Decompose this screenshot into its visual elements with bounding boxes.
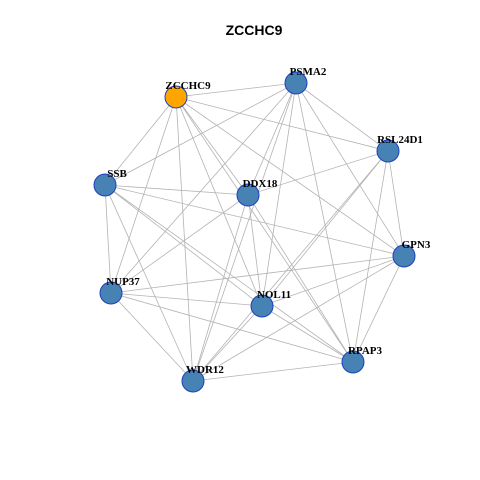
- edge-ddx18-wdr12: [192, 194, 249, 382]
- node-nol11[interactable]: [250, 294, 274, 318]
- edge-ssb-rpap3: [104, 184, 354, 363]
- node-label-wdr12: WDR12: [186, 364, 224, 376]
- edge-nup37-wdr12: [110, 292, 194, 382]
- edge-nup37-rpap3: [110, 292, 354, 363]
- node-rsl24d1[interactable]: [376, 139, 400, 163]
- node-rpap3[interactable]: [341, 350, 365, 374]
- edge-ssb-nup37: [104, 184, 112, 294]
- node-ddx18[interactable]: [236, 183, 260, 207]
- edge-gpn3-rpap3: [352, 255, 405, 363]
- edge-zcchc9-rpap3: [175, 96, 354, 363]
- node-label-gpn3: GPN3: [402, 239, 431, 251]
- edge-nol11-wdr12: [192, 305, 263, 382]
- edges-layer: [104, 82, 405, 382]
- edge-psma2-nol11: [261, 82, 297, 307]
- nodes-layer: [93, 71, 416, 393]
- edge-rsl24d1-rpap3: [352, 150, 389, 363]
- node-gpn3[interactable]: [392, 244, 416, 268]
- node-label-nol11: NOL11: [257, 289, 291, 301]
- edge-zcchc9-ssb: [104, 96, 177, 186]
- edge-ssb-gpn3: [104, 184, 405, 257]
- node-psma2[interactable]: [284, 71, 308, 95]
- edge-nup37-nol11: [110, 292, 263, 307]
- edge-psma2-wdr12: [192, 82, 297, 382]
- edge-zcchc9-psma2: [175, 82, 297, 98]
- node-zcchc9[interactable]: [164, 85, 188, 109]
- edge-psma2-rsl24d1: [295, 82, 389, 152]
- edge-zcchc9-ddx18: [175, 96, 249, 196]
- edge-rsl24d1-wdr12: [192, 150, 389, 382]
- edge-rsl24d1-gpn3: [387, 150, 405, 257]
- edge-gpn3-wdr12: [192, 255, 405, 382]
- edge-zcchc9-nup37: [110, 96, 177, 294]
- edge-rsl24d1-ddx18: [247, 150, 389, 196]
- node-ssb[interactable]: [93, 173, 117, 197]
- node-label-rpap3: RPAP3: [348, 345, 383, 357]
- edge-gpn3-nup37: [110, 255, 405, 294]
- node-label-zcchc9: ZCCHC9: [165, 80, 211, 92]
- edge-psma2-nup37: [110, 82, 297, 294]
- edge-ddx18-nol11: [247, 194, 263, 307]
- node-label-ssb: SSB: [107, 168, 127, 180]
- edge-psma2-ddx18: [247, 82, 297, 196]
- edge-psma2-gpn3: [295, 82, 405, 257]
- edge-ssb-wdr12: [104, 184, 194, 382]
- edge-nol11-rpap3: [261, 305, 354, 363]
- node-wdr12[interactable]: [181, 369, 205, 393]
- diagram-title: ZCCHC9: [226, 22, 283, 38]
- edge-rsl24d1-nol11: [261, 150, 389, 307]
- edge-ddx18-rpap3: [247, 194, 354, 363]
- edge-zcchc9-gpn3: [175, 96, 405, 257]
- edge-psma2-ssb: [104, 82, 297, 186]
- edge-psma2-rpap3: [295, 82, 354, 363]
- node-label-rsl24d1: RSL24D1: [377, 134, 423, 146]
- node-nup37[interactable]: [99, 281, 123, 305]
- edge-ddx18-nup37: [110, 194, 249, 294]
- edge-zcchc9-nol11: [175, 96, 263, 307]
- edge-rpap3-wdr12: [192, 361, 354, 382]
- node-label-psma2: PSMA2: [290, 66, 327, 78]
- edge-ssb-nol11: [104, 184, 263, 307]
- node-label-ddx18: DDX18: [243, 178, 278, 190]
- edge-gpn3-nol11: [261, 255, 405, 307]
- edge-ssb-ddx18: [104, 184, 249, 196]
- edge-zcchc9-wdr12: [175, 96, 194, 382]
- node-label-nup37: NUP37: [106, 276, 140, 288]
